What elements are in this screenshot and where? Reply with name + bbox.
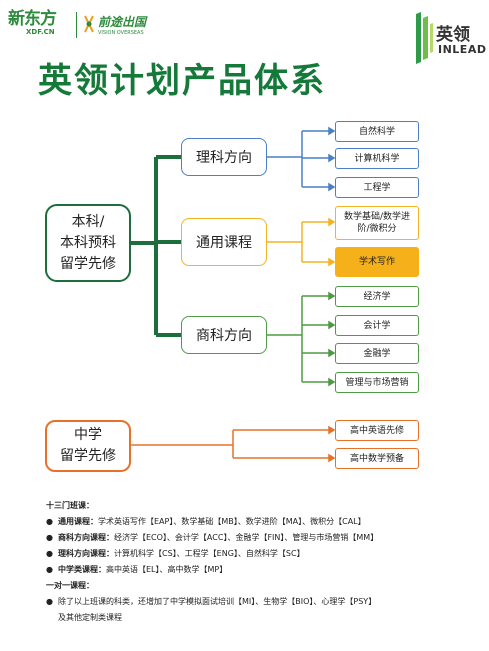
root-high-school-line2: 留学先修	[60, 448, 116, 464]
note-text: 经济学【ECO】、会计学【ACC】、金融学【FIN】、管理与市场营销【MM】	[114, 533, 379, 542]
note-label: 通用课程：	[58, 517, 98, 526]
science-connectors	[267, 126, 336, 192]
category-science: 理科方向	[181, 138, 267, 176]
vision-overseas-mark-icon	[84, 15, 94, 33]
xdf-logo: 新东方 XDF.CN	[8, 10, 74, 40]
vision-overseas-text: 前途出国	[98, 15, 147, 29]
leaf-engineering: 工程学	[335, 177, 419, 198]
root-undergraduate-line3: 留学先修	[60, 255, 116, 272]
root-high-school-line1: 中学	[74, 427, 102, 443]
note-text: 除了以上班课的科类，还增加了中学模拟面试培训【MI】、生物学【BIO】、心理学【…	[58, 597, 377, 606]
group-course-heading: 十三门班课：	[46, 501, 94, 510]
bullet-icon: ●	[46, 597, 53, 606]
inlead-logo-cn: 英领	[436, 25, 470, 45]
root-undergraduate-line1: 本科/	[71, 213, 105, 230]
note-text: 学术英语写作【EAP】、数学基础【MB】、数学进阶【MA】、微积分【CAL】	[98, 517, 366, 526]
high-school-connectors	[131, 425, 336, 463]
bullet-icon: ●	[46, 517, 53, 526]
xdf-logo-domain: XDF.CN	[26, 28, 55, 36]
leaf-accounting: 会计学	[335, 315, 419, 336]
leaf-academic-writing: 学术写作	[335, 247, 419, 277]
leaf-finance: 金融学	[335, 343, 419, 364]
one-on-one-heading: 一对一课程：	[46, 581, 94, 590]
note-text: 高中英语【EL】、高中数学【MP】	[106, 565, 228, 574]
general-connectors	[267, 217, 336, 267]
note-item: ● 通用课程：学术英语写作【EAP】、数学基础【MB】、数学进阶【MA】、微积分【…	[46, 514, 476, 530]
note-item: ● 商科方向课程：经济学【ECO】、会计学【ACC】、金融学【FIN】、管理与市场…	[46, 530, 476, 546]
inlead-mark-icon	[416, 12, 433, 64]
root-undergraduate-line2: 本科预科	[60, 234, 116, 251]
note-text: 及其他定制类课程	[58, 613, 122, 622]
note-text: 计算机科学【CS】、工程学【ENG】、自然科学【SC】	[114, 549, 305, 558]
bullet-icon: ●	[46, 565, 53, 574]
note-label: 商科方向课程：	[58, 533, 114, 542]
note-item: ● 中学类课程：高中英语【EL】、高中数学【MP】	[46, 562, 476, 578]
logo-divider	[76, 12, 77, 38]
leaf-hs-english: 高中英语先修	[335, 420, 419, 441]
inlead-logo: 英领 INLEAD	[412, 12, 487, 64]
business-connectors	[267, 291, 336, 387]
note-label: 中学类课程：	[58, 565, 106, 574]
leaf-math-calculus: 数学基础/数学进阶/微积分	[335, 206, 419, 240]
page-title: 英领计划产品体系	[38, 61, 326, 101]
note-item-continued: 及其他定制类课程	[46, 610, 476, 626]
leaf-economics: 经济学	[335, 286, 419, 307]
root-high-school: 中学 留学先修	[45, 420, 131, 472]
leaf-hs-math: 高中数学预备	[335, 448, 419, 469]
root-undergraduate: 本科/ 本科预科 留学先修	[45, 204, 131, 282]
vision-overseas-en: VISION OVERSEAS	[98, 30, 144, 36]
note-label: 理科方向课程：	[58, 549, 114, 558]
note-item: ● 理科方向课程：计算机科学【CS】、工程学【ENG】、自然科学【SC】	[46, 546, 476, 562]
bullet-icon: ●	[46, 533, 53, 542]
inlead-logo-en: INLEAD	[438, 43, 487, 56]
course-notes: 十三门班课： ● 通用课程：学术英语写作【EAP】、数学基础【MB】、数学进阶【M…	[46, 498, 476, 626]
bullet-icon: ●	[46, 549, 53, 558]
note-item: ● 除了以上班课的科类，还增加了中学模拟面试培训【MI】、生物学【BIO】、心理学…	[46, 594, 476, 610]
leaf-natural-science: 自然科学	[335, 121, 419, 142]
category-general: 通用课程	[181, 218, 267, 266]
leaf-computer-science: 计算机科学	[335, 148, 419, 169]
main-connectors	[131, 155, 181, 337]
vision-overseas-logo: 前途出国 VISION OVERSEAS	[82, 12, 162, 40]
xdf-logo-text: 新东方	[8, 9, 57, 29]
leaf-management-marketing: 管理与市场营销	[335, 372, 419, 393]
category-business: 商科方向	[181, 316, 267, 354]
